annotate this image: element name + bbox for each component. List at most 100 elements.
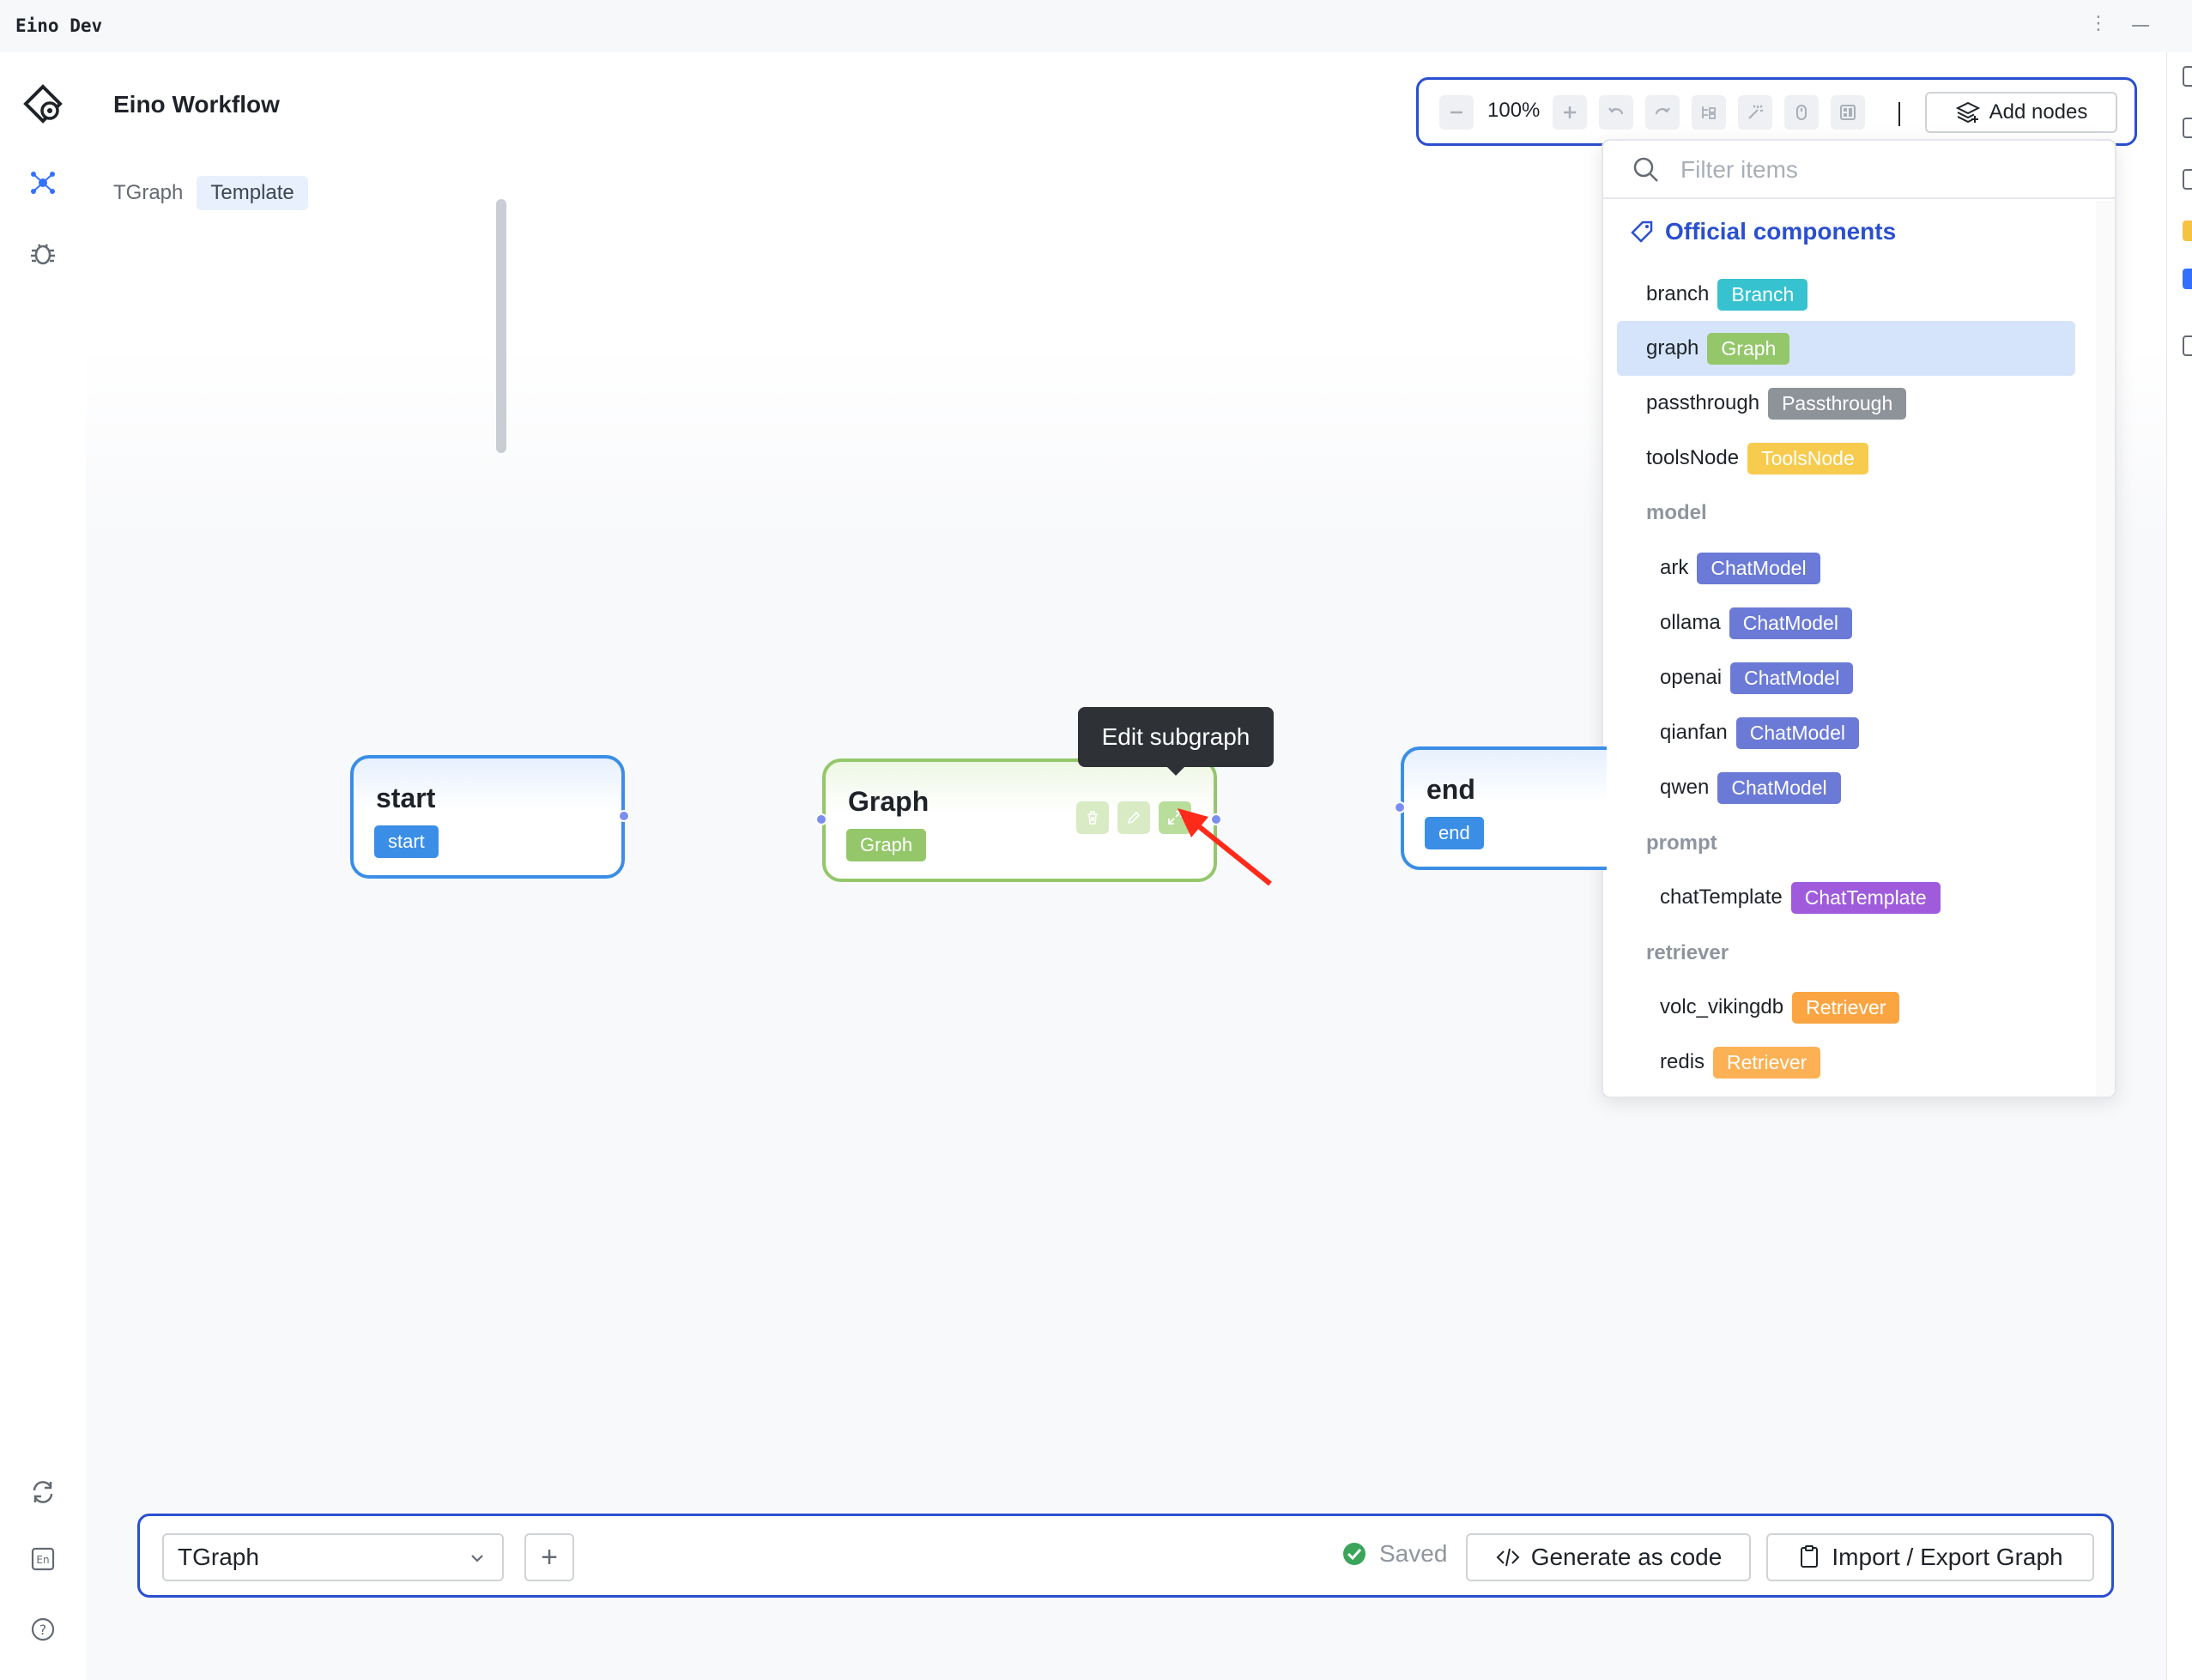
item-tag: ChatTemplate (1790, 881, 1941, 914)
list-item-graph[interactable]: graph Graph (1617, 321, 2075, 376)
mouse-mode-button[interactable] (1784, 95, 1819, 130)
node-start-output-port[interactable] (618, 810, 630, 822)
section-title-retriever: retriever (1646, 941, 1729, 964)
item-name: openai (1660, 666, 1723, 689)
trash-icon (1087, 811, 1098, 825)
search-icon (1633, 157, 1658, 182)
item-name: graph (1646, 336, 1699, 360)
item-name: toolsNode (1646, 446, 1740, 469)
minimap-button[interactable] (1831, 95, 1865, 130)
chevron-down-icon (471, 1555, 483, 1562)
plugin-icon[interactable] (2183, 269, 2192, 289)
panel-scrollbar-thumb[interactable] (496, 199, 506, 453)
edit-node-button[interactable] (1117, 801, 1150, 834)
right-extension-rail (2166, 52, 2192, 1680)
node-title: start (376, 783, 436, 813)
node-graph[interactable]: Graph Graph (822, 758, 1217, 882)
clipboard-icon (1801, 1545, 1819, 1568)
tag-icon (1631, 221, 1653, 243)
list-item-toolsnode[interactable]: toolsNode ToolsNode (1617, 431, 2075, 486)
item-name: ollama (1660, 611, 1721, 634)
delete-node-button[interactable] (1076, 801, 1109, 834)
edit-subgraph-tooltip: Edit subgraph (1078, 707, 1274, 767)
add-nodes-button[interactable]: Add nodes (1925, 92, 2117, 133)
list-item-chattemplate[interactable]: chatTemplate ChatTemplate (1617, 870, 2075, 925)
edit-icon (1127, 811, 1141, 825)
minimize-icon[interactable] (2132, 25, 2149, 27)
node-title: Graph (848, 786, 929, 817)
item-tag: ChatModel (1697, 552, 1820, 584)
toolbar-divider (1898, 102, 1900, 126)
list-item-redis[interactable]: redis Retriever (1617, 1035, 2075, 1090)
item-name: ark (1660, 556, 1689, 579)
item-name: redis (1660, 1050, 1705, 1073)
generate-code-label: Generate as code (1530, 1544, 1723, 1570)
sync-icon[interactable] (26, 1475, 60, 1509)
node-graph-output-port[interactable] (1210, 813, 1222, 825)
breadcrumb: TGraph Template (113, 176, 308, 210)
zoom-level: 100% (1487, 99, 1541, 122)
panel-scrollbar-track[interactable] (2096, 201, 2115, 1097)
page-title: Eino Workflow (113, 91, 280, 118)
section-title-prompt: prompt (1646, 831, 1717, 855)
breadcrumb-root[interactable]: TGraph (113, 181, 184, 204)
clipboard-rail-icon[interactable] (2183, 335, 2192, 356)
window-title: Eino Dev (15, 15, 103, 36)
item-name: chatTemplate (1660, 885, 1783, 909)
node-end-input-port[interactable] (1394, 801, 1406, 813)
add-graph-button[interactable]: + (524, 1533, 574, 1581)
item-name: qianfan (1660, 721, 1728, 744)
help-icon[interactable]: ? (26, 1612, 60, 1647)
save-status-label: Saved (1379, 1540, 1448, 1567)
graph-select[interactable]: TGraph (162, 1533, 504, 1581)
undo-button[interactable] (1599, 95, 1633, 130)
annotation-arrow (1178, 808, 1272, 886)
package-icon[interactable] (2183, 221, 2192, 241)
database-icon[interactable] (2183, 118, 2192, 138)
bottom-bar: TGraph + Saved Generate as code Import /… (137, 1514, 2114, 1598)
item-tag: Retriever (1792, 991, 1900, 1024)
api-icon[interactable] (2183, 169, 2192, 190)
canvas-toolbar: 100% Add nodes (1416, 77, 2137, 146)
layout-button[interactable] (1692, 95, 1726, 130)
item-tag: Graph (1707, 332, 1790, 365)
list-item-qianfan[interactable]: qianfan ChatModel (1617, 705, 2075, 760)
list-item-ark[interactable]: ark ChatModel (1617, 541, 2075, 595)
list-item-qwen[interactable]: qwen ChatModel (1617, 760, 2075, 815)
list-item-openai[interactable]: openai ChatModel (1617, 650, 2075, 705)
item-name: qwen (1660, 776, 1710, 799)
item-name: branch (1646, 282, 1710, 305)
item-tag: Passthrough (1768, 387, 1907, 420)
group-header[interactable]: Official components (1629, 218, 1896, 245)
more-menu-icon[interactable]: ⋮ (2089, 12, 2108, 33)
import-export-button[interactable]: Import / Export Graph (1766, 1533, 2094, 1581)
list-item-branch[interactable]: branch Branch (1617, 267, 2075, 322)
node-tag: end (1425, 817, 1484, 849)
import-export-label: Import / Export Graph (1832, 1544, 2063, 1570)
language-icon[interactable]: En (26, 1542, 60, 1576)
bell-icon[interactable] (2183, 66, 2192, 87)
svg-text:En: En (36, 1554, 49, 1566)
add-nodes-panel: Official components branch Branch graph … (1602, 139, 2116, 1098)
logo-icon[interactable] (21, 82, 65, 126)
redo-button[interactable] (1645, 95, 1680, 130)
item-tag: ChatModel (1735, 716, 1859, 749)
zoom-in-button[interactable] (1553, 95, 1587, 130)
left-sidebar: En ? (0, 52, 86, 1680)
debug-icon[interactable] (26, 236, 60, 270)
section-title-model: model (1646, 501, 1707, 524)
node-start[interactable]: start start (350, 755, 625, 879)
zoom-out-button[interactable] (1439, 95, 1474, 130)
list-item-ollama[interactable]: ollama ChatModel (1617, 595, 2075, 650)
node-title: end (1426, 774, 1475, 805)
generate-code-button[interactable]: Generate as code (1466, 1533, 1751, 1581)
svg-text:?: ? (39, 1622, 47, 1638)
component-list: Official components branch Branch graph … (1603, 201, 2096, 1097)
workflow-icon[interactable] (26, 166, 60, 200)
list-item-passthrough[interactable]: passthrough Passthrough (1617, 376, 2075, 431)
filter-input[interactable] (1680, 153, 2092, 187)
list-item-volc-vikingdb[interactable]: volc_vikingdb Retriever (1617, 980, 2075, 1035)
node-graph-input-port[interactable] (815, 813, 827, 825)
magic-wand-button[interactable] (1738, 95, 1772, 130)
node-end[interactable]: end end (1401, 746, 1607, 870)
